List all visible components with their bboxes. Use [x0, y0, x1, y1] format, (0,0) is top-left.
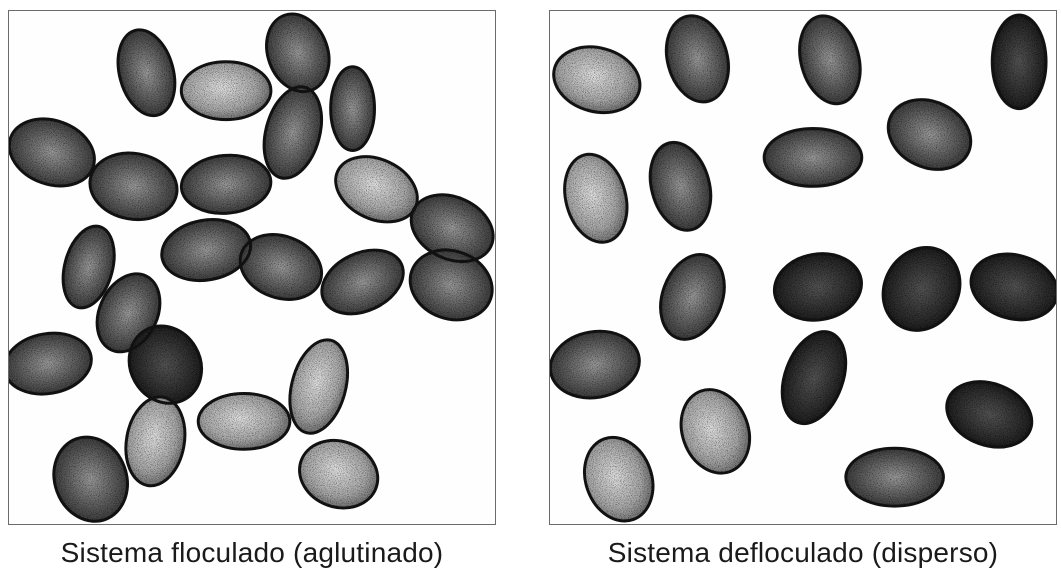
deflocculated-particle	[641, 136, 720, 238]
flocculated-particle	[85, 146, 183, 226]
deflocculated-particle	[790, 11, 869, 111]
deflocculated-particle	[550, 38, 647, 122]
flocculated-particle	[290, 430, 387, 519]
flocculated-caption: Sistema floculado (aglutinado)	[8, 533, 496, 573]
flocculated-panel	[8, 10, 496, 525]
deflocculated-panel	[549, 10, 1057, 525]
deflocculated-particles-group	[550, 11, 1056, 524]
deflocculated-particle	[769, 247, 867, 327]
deflocculated-caption: Sistema defloculado (disperso)	[549, 533, 1057, 573]
flocculated-particle	[119, 392, 191, 490]
deflocculated-particles-svg	[550, 11, 1056, 524]
deflocculated-particle	[670, 380, 761, 483]
deflocculated-particle	[657, 11, 737, 109]
flocculated-particle	[42, 427, 139, 524]
flocculated-particle	[157, 213, 256, 287]
flocculated-particles-group	[9, 11, 495, 524]
deflocculated-particle	[555, 147, 636, 249]
flocculated-particles-svg	[9, 11, 495, 524]
